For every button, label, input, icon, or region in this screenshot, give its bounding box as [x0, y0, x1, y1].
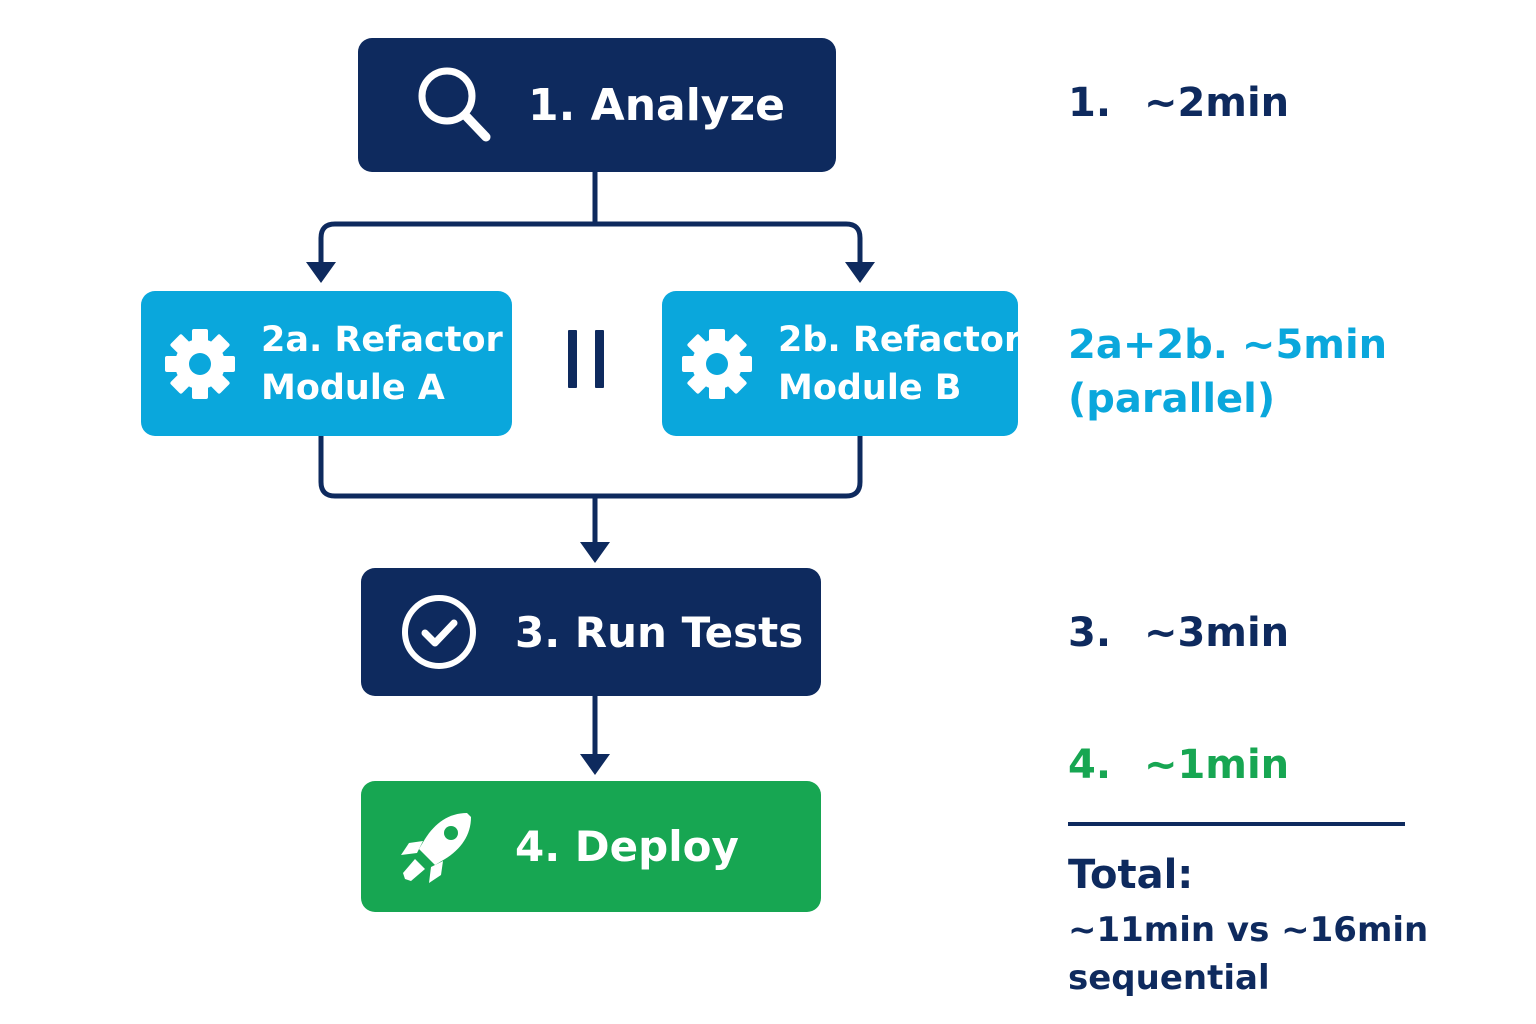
refactor-module-a-node: 2a. Refactor Module A	[141, 291, 512, 436]
timing-step-3-duration: ~3min	[1143, 610, 1290, 656]
total-comparison: ~11min vs ~16min sequential	[1068, 906, 1428, 1002]
timing-step-3: 3. ~3min	[1068, 610, 1289, 656]
timing-step-4: 4. ~1min	[1068, 742, 1289, 788]
timing-step-1: 1. ~2min	[1068, 80, 1289, 126]
timing-step-1-number: 1.	[1068, 80, 1112, 126]
check-circle-icon	[399, 592, 479, 672]
connector-split	[318, 172, 863, 264]
analyze-node: 1. Analyze	[358, 38, 836, 172]
arrowhead-refactor-b	[845, 262, 875, 283]
refactor-module-a-label: 2a. Refactor Module A	[261, 316, 503, 412]
total-label: Total:	[1068, 852, 1194, 898]
search-icon	[414, 63, 494, 147]
total-comparison-note: sequential	[1068, 958, 1270, 998]
refactor-b-module: Module B	[778, 367, 962, 408]
gear-icon	[163, 327, 237, 401]
timing-step-3-number: 3.	[1068, 610, 1112, 656]
deploy-node: 4. Deploy	[361, 781, 821, 912]
run-tests-node: 3. Run Tests	[361, 568, 821, 696]
timing-step-2-note: (parallel)	[1068, 376, 1276, 422]
timing-step-2: 2a+2b. ~5min (parallel)	[1068, 318, 1387, 426]
run-tests-label: 3. Run Tests	[515, 607, 804, 657]
gear-icon	[680, 327, 754, 401]
total-divider	[1068, 822, 1405, 826]
arrowhead-refactor-a	[306, 262, 336, 283]
timing-step-2-duration: 2a+2b. ~5min	[1068, 322, 1388, 368]
arrowhead-deploy	[580, 754, 610, 775]
arrowhead-run-tests	[580, 542, 610, 563]
connector-merge	[318, 436, 863, 544]
parallel-bars-icon	[568, 330, 604, 388]
refactor-b-title: 2b. Refactor	[778, 319, 1022, 360]
total-comparison-times: ~11min vs ~16min	[1068, 910, 1429, 950]
timing-step-4-duration: ~1min	[1143, 742, 1290, 788]
refactor-a-title: 2a. Refactor	[261, 319, 503, 360]
refactor-a-module: Module A	[261, 367, 445, 408]
refactor-module-b-label: 2b. Refactor Module B	[778, 316, 1021, 412]
timing-step-4-number: 4.	[1068, 742, 1112, 788]
analyze-label: 1. Analyze	[528, 79, 785, 131]
rocket-icon	[397, 807, 477, 887]
deploy-label: 4. Deploy	[515, 822, 739, 871]
timing-step-1-duration: ~2min	[1143, 80, 1290, 126]
refactor-module-b-node: 2b. Refactor Module B	[662, 291, 1021, 436]
